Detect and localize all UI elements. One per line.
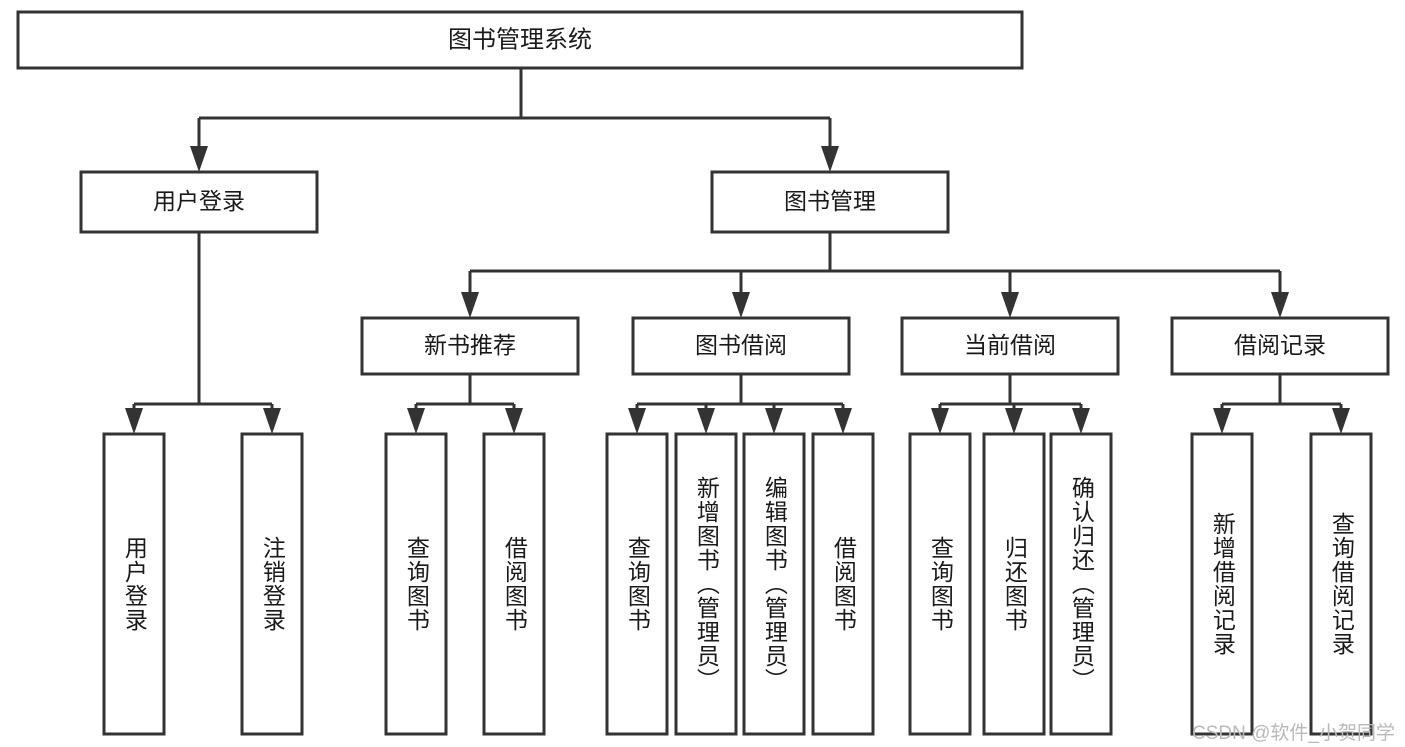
node-box-leaf-user-login[interactable] (102, 432, 166, 736)
connector-arrowhead (931, 408, 949, 434)
node-box-leaf-query-book-2[interactable] (605, 432, 669, 736)
connector-arrowhead (821, 146, 839, 172)
connector-arrowhead (461, 292, 479, 318)
connector-arrowhead (505, 408, 523, 434)
connector-arrowhead (190, 146, 208, 172)
node-box-leaf-borrow-book-1[interactable] (482, 432, 546, 736)
node-label: 图书管理 (784, 188, 876, 214)
node-box-user-login[interactable] (79, 170, 319, 234)
node-box-root[interactable] (16, 10, 1024, 70)
node-box-leaf-query-book-3[interactable] (908, 432, 972, 736)
connector-arrowhead (1332, 408, 1350, 434)
node-box-leaf-borrow-book-2[interactable] (811, 432, 875, 736)
connector-arrowhead (1271, 292, 1289, 318)
csdn-watermark: CSDN @软件_小贺同学 (1192, 723, 1395, 744)
node-box-leaf-user-logout[interactable] (240, 432, 304, 736)
node-box-leaf-add-book[interactable] (674, 432, 738, 736)
node-box-leaf-confirm-return[interactable] (1049, 432, 1113, 736)
node-label: 借阅记录 (1234, 332, 1326, 358)
node-box-leaf-query-record[interactable] (1309, 432, 1373, 736)
connector-arrowhead (1213, 408, 1231, 434)
connector-arrowhead (263, 408, 281, 434)
node-box-leaf-query-book-1[interactable] (384, 432, 448, 736)
node-box-book-borrow[interactable] (631, 316, 851, 376)
node-box-current-borrow[interactable] (900, 316, 1120, 376)
connector-arrowhead (765, 408, 783, 434)
node-box-leaf-return-book[interactable] (982, 432, 1046, 736)
connector-arrowhead (697, 408, 715, 434)
connector-arrowhead (1005, 408, 1023, 434)
boxes-layer (16, 10, 1390, 736)
node-label: 图书借阅 (695, 332, 787, 358)
connector-arrowhead (1072, 408, 1090, 434)
node-box-book-manage[interactable] (710, 170, 950, 234)
node-label: 当前借阅 (964, 332, 1056, 358)
node-box-leaf-edit-book[interactable] (742, 432, 806, 736)
node-label: 用户登录 (153, 188, 245, 214)
connector-arrowhead (732, 292, 750, 318)
node-box-new-book-recommend[interactable] (360, 316, 580, 376)
connector-arrowhead (407, 408, 425, 434)
connector-arrowhead (1001, 292, 1019, 318)
connector-arrowhead (834, 408, 852, 434)
connector-arrowhead (125, 408, 143, 434)
node-label: 图书管理系统 (448, 26, 592, 53)
node-box-borrow-record[interactable] (1170, 316, 1390, 376)
node-box-leaf-add-record[interactable] (1190, 432, 1254, 736)
connector-arrowhead (628, 408, 646, 434)
connectors-layer (125, 68, 1350, 434)
node-label: 新书推荐 (424, 332, 516, 358)
